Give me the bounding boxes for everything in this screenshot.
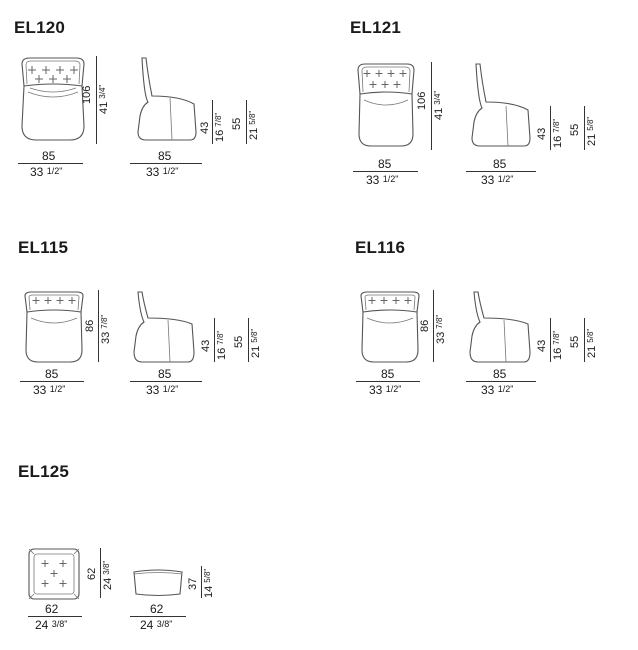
el115-side-width-cm: 85 (158, 367, 172, 381)
el125-top-width-cm: 62 (45, 602, 59, 616)
el125-height-in: 14 5/8" (203, 568, 215, 598)
el116-side-view (469, 291, 531, 363)
el116-seat-cm: 43 (536, 339, 548, 352)
el120-front-width-in: 33 1/2" (30, 165, 63, 179)
el125-top-width-in: 24 3/8" (35, 618, 68, 632)
el120-side-view (137, 57, 197, 141)
el120-side-width-in: 33 1/2" (146, 165, 179, 179)
el115-seat-cm: 43 (200, 339, 212, 352)
el115-front-view (24, 291, 84, 363)
el115-front-width-in: 33 1/2" (33, 383, 66, 397)
el121-height-in: 41 3/4" (433, 90, 445, 120)
el121-side-width-cm: 85 (493, 157, 507, 171)
el120-front-view (21, 57, 85, 141)
el121-front-width-in: 33 1/2" (366, 173, 399, 187)
el115-seat-in: 16 7/8" (216, 330, 228, 360)
el115-side-view (133, 291, 195, 363)
el116-seat-in: 16 7/8" (552, 330, 564, 360)
el121-front-width-cm: 85 (378, 157, 392, 171)
el120-front-width-cm: 85 (42, 149, 56, 163)
model-code-el120: EL120 (14, 18, 66, 37)
el116-front-width-cm: 85 (381, 367, 395, 381)
el121-seat-in: 16 7/8" (552, 118, 564, 148)
el115-side-width-in: 33 1/2" (146, 383, 179, 397)
model-code-el125: EL125 (18, 462, 70, 481)
el116-side-width-in: 33 1/2" (481, 383, 514, 397)
el116-arm-in: 21 5/8" (586, 328, 598, 358)
model-code-el115: EL115 (18, 238, 69, 257)
el121-height-cm: 106 (416, 91, 428, 110)
el125-depth-in: 24 3/8" (102, 560, 114, 590)
el121-side-view (471, 63, 531, 147)
el120-seat-in: 16 7/8" (214, 112, 226, 142)
el125-side-view (133, 569, 183, 597)
el121-arm-cm: 55 (569, 123, 581, 136)
model-code-el121: EL121 (350, 18, 402, 37)
el120-height-cm: 106 (81, 85, 93, 104)
el115-arm-in: 21 5/8" (250, 328, 262, 358)
el115-front-width-cm: 85 (45, 367, 59, 381)
el120-side-width-cm: 85 (158, 149, 172, 163)
el116-height-cm: 86 (419, 319, 431, 332)
el125-side-width-in: 24 3/8" (140, 618, 173, 632)
el115-arm-cm: 55 (233, 335, 245, 348)
el120-height-in: 41 3/4" (98, 84, 110, 114)
el121-front-view (357, 63, 415, 147)
el116-height-in: 33 7/8" (435, 314, 447, 344)
el121-arm-in: 21 5/8" (586, 116, 598, 146)
el121-side-width-in: 33 1/2" (481, 173, 514, 187)
el116-front-view (360, 291, 420, 363)
el116-arm-cm: 55 (569, 335, 581, 348)
el125-depth-cm: 62 (86, 567, 98, 580)
model-code-el116: EL116 (355, 238, 406, 257)
el120-arm-cm: 55 (231, 117, 243, 130)
el115-height-cm: 86 (84, 319, 96, 332)
el120-seat-cm: 43 (199, 121, 211, 134)
el121-seat-cm: 43 (536, 127, 548, 140)
el120-arm-in: 21 5/8" (248, 110, 260, 140)
el116-side-width-cm: 85 (493, 367, 507, 381)
el115-height-in: 33 7/8" (100, 314, 112, 344)
el125-height-cm: 37 (187, 577, 199, 590)
el125-side-width-cm: 62 (150, 602, 164, 616)
el116-front-width-in: 33 1/2" (369, 383, 402, 397)
el125-top-view (28, 548, 80, 600)
